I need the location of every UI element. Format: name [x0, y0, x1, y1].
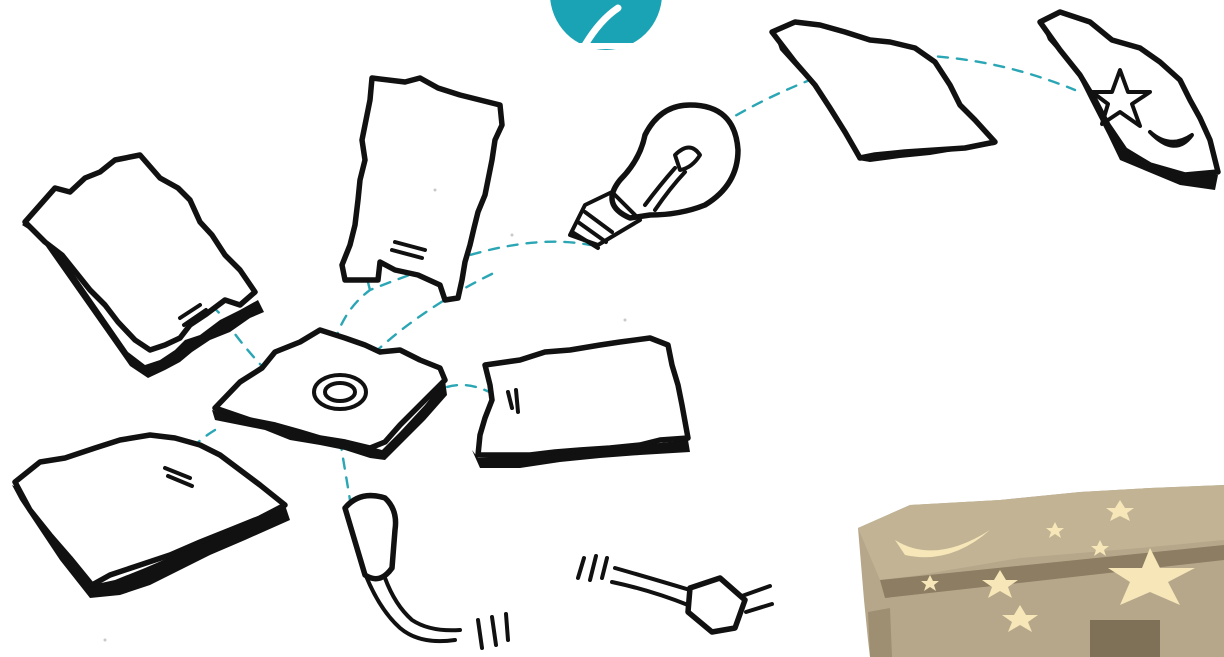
top-plate — [772, 22, 995, 162]
assembled-lamp-box-photo — [858, 485, 1224, 657]
step-badge — [550, 0, 662, 50]
side-panel-right-middle — [472, 338, 690, 468]
power-plug — [578, 556, 772, 632]
lid-star-moon — [1040, 12, 1218, 190]
lamp-socket — [345, 496, 508, 648]
side-panel-left-upper — [22, 155, 264, 378]
light-bulb — [570, 105, 738, 248]
side-panel-center-top — [342, 78, 502, 300]
side-panel-left-lower — [12, 435, 290, 598]
